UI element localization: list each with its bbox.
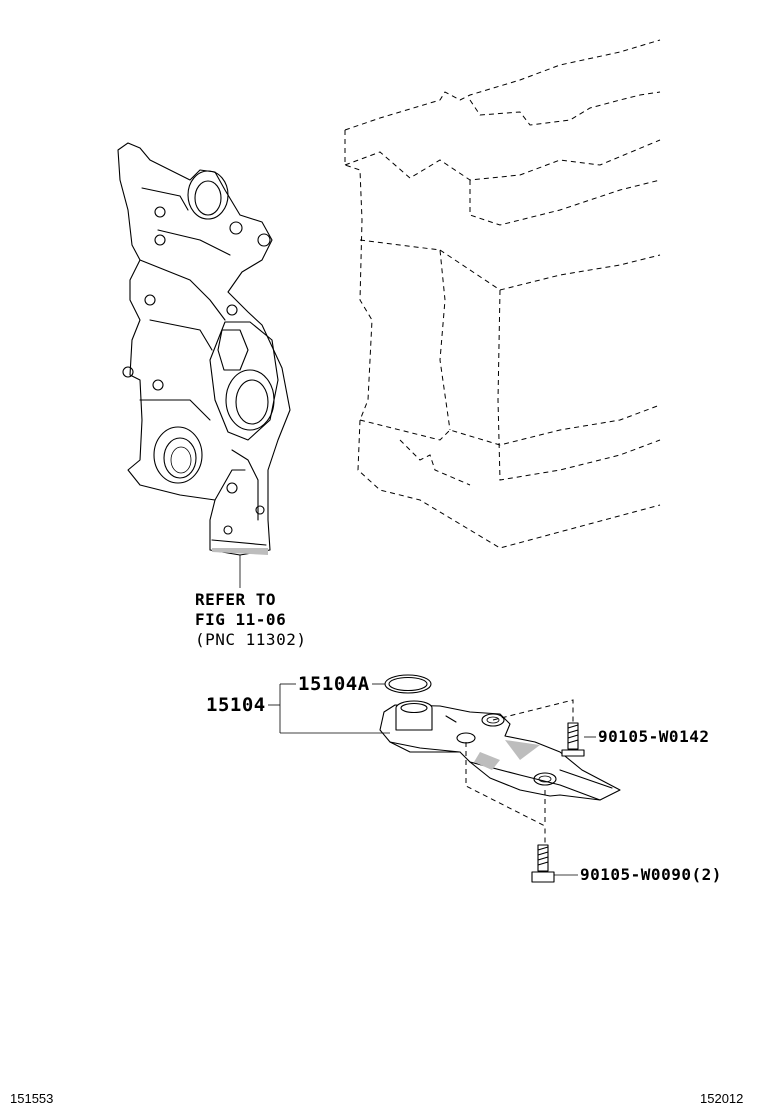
timing-cover-drawing	[117, 142, 291, 588]
part-label-15104[interactable]: 15104	[206, 694, 266, 716]
bolt-w0142-drawing	[561, 722, 585, 757]
engine-block-outline	[344, 39, 661, 549]
refer-label-line2: FIG 11-06	[195, 610, 287, 629]
part-label-15104A[interactable]: 15104A	[298, 673, 370, 695]
refer-label-line3: (PNC 11302)	[195, 630, 307, 649]
footer-right-code: 152012	[700, 1091, 744, 1106]
refer-label-line1: REFER TO	[195, 590, 277, 609]
leader-lines	[268, 683, 596, 876]
part-label-90105-w0090[interactable]: 90105-W0090(2)	[580, 865, 722, 884]
oil-strainer-15104-drawing	[379, 700, 621, 801]
footer-left-code: 151553	[10, 1091, 54, 1106]
o-ring-15104A-drawing	[384, 674, 432, 694]
part-label-90105-w0142[interactable]: 90105-W0142	[598, 727, 710, 746]
bolt-w0090-drawing	[531, 844, 555, 883]
